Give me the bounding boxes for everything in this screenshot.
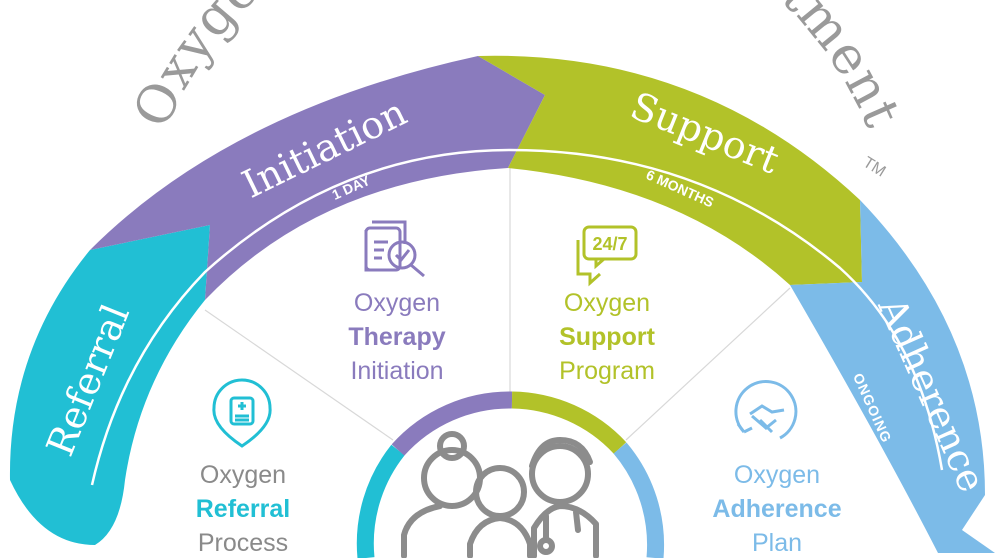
duration-track	[90, 148, 944, 486]
feature-referral-line3: Process	[197, 529, 289, 557]
referral-band	[9, 225, 211, 545]
support-band	[478, 55, 862, 286]
feature-support-line1: Oxygen	[563, 289, 651, 317]
trademark-mark: TM	[860, 154, 889, 181]
hours-label: 24/7	[592, 234, 627, 254]
feature-therapy-line1: Oxygen	[353, 289, 441, 317]
feature-referral: Oxygen Referral Process	[143, 458, 343, 560]
feature-adherence-line3: Plan	[751, 529, 803, 557]
feature-therapy: Oxygen Therapy Initiation	[297, 286, 497, 388]
phase-band	[9, 55, 995, 553]
divider-lines	[204, 168, 791, 441]
initiation-band	[90, 56, 545, 300]
feature-support: Oxygen Support Program	[507, 286, 707, 388]
hospital-pin-icon	[212, 378, 272, 448]
chat-24-7-icon: 24/7	[576, 225, 638, 287]
feature-adherence: Oxygen Adherence Plan	[677, 458, 877, 560]
clipboard-check-magnifier-icon	[364, 220, 425, 278]
inner-ring	[356, 391, 665, 558]
feature-support-line3: Program	[559, 357, 655, 385]
feature-therapy-line3: Initiation	[350, 357, 444, 385]
feature-adherence-line1: Oxygen	[733, 461, 821, 489]
care-team-people-icon	[401, 431, 599, 558]
feature-adherence-line2: Adherence	[712, 495, 842, 523]
feature-therapy-line2: Therapy	[348, 323, 446, 351]
feature-support-line2: Support	[559, 323, 655, 351]
adherence-band	[790, 200, 995, 553]
feature-referral-line1: Oxygen	[199, 461, 287, 489]
handshake-cycle-icon	[734, 380, 798, 440]
feature-referral-line2: Referral	[195, 495, 291, 523]
